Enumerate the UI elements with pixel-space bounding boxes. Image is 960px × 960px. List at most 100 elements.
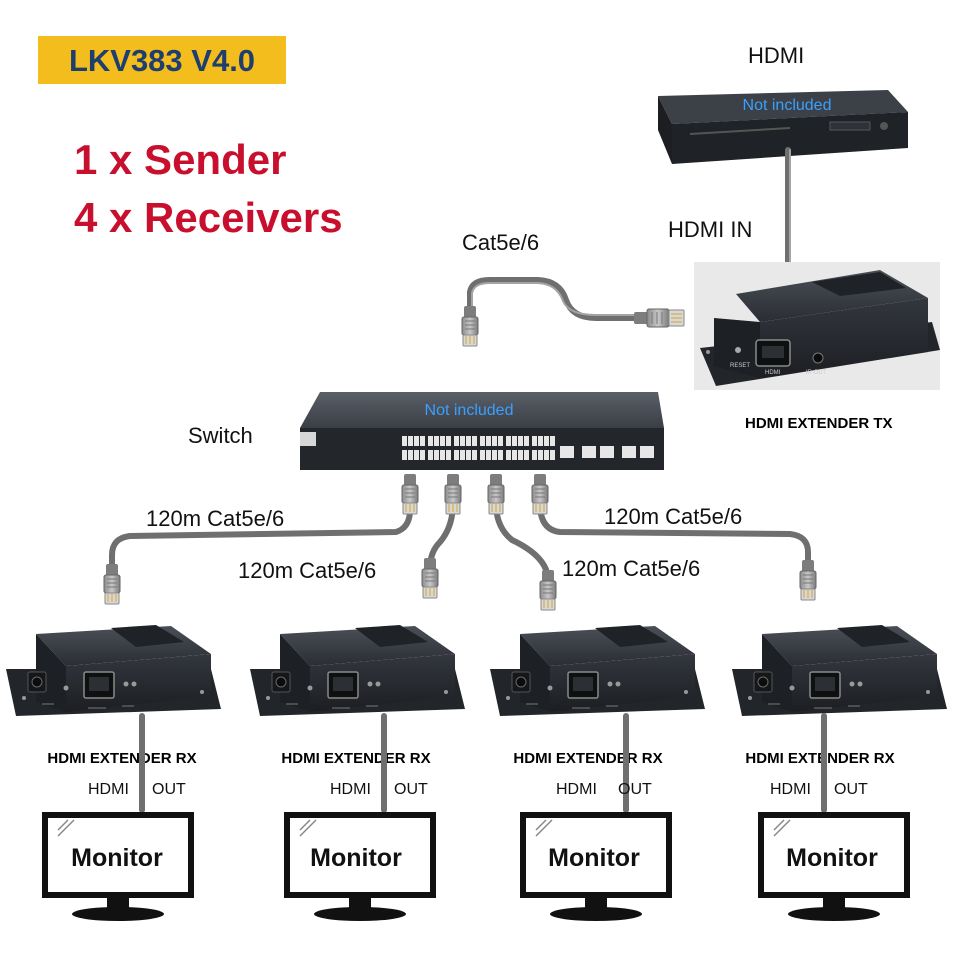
switch-port — [486, 436, 491, 446]
hdmi-extender-rx-1 — [5, 624, 222, 717]
switch-port — [434, 436, 439, 446]
switch-port — [524, 436, 529, 446]
switch-sfp-port — [600, 446, 614, 458]
switch-port — [492, 436, 497, 446]
switch-port — [544, 450, 549, 460]
source-not-included: Not included — [743, 97, 832, 114]
uplink-plug-tx — [633, 308, 685, 328]
switch-port — [480, 436, 485, 446]
uplink-plug-switch — [461, 305, 479, 347]
downlink-4-plug-rx — [799, 559, 817, 601]
switch-port — [420, 450, 425, 460]
monitor-2-label: Monitor — [310, 844, 402, 872]
downlink-2-plug-switch — [444, 473, 462, 515]
switch-port — [440, 450, 445, 460]
switch-port — [518, 436, 523, 446]
switch-port — [498, 450, 503, 460]
switch-port — [466, 436, 471, 446]
switch-port — [460, 436, 465, 446]
switch-port — [492, 450, 497, 460]
hdmi-source-device: Not included — [658, 90, 908, 164]
switch-port — [518, 450, 523, 460]
receiver-1: HDMI EXTENDER RX HDMI OUT Monitor — [5, 624, 222, 922]
switch-port — [466, 450, 471, 460]
monitor-3-label: Monitor — [548, 844, 640, 872]
switch-port — [506, 436, 511, 446]
tx-label: HDMI EXTENDER TX — [745, 415, 893, 432]
receiver-1-hdmi-label: HDMI — [88, 781, 129, 798]
switch-port — [414, 436, 419, 446]
downlink-3-plug-rx — [539, 569, 557, 611]
receiver-1-label: HDMI EXTENDER RX — [47, 750, 196, 767]
switch-port — [512, 436, 517, 446]
switch-port — [446, 450, 451, 460]
switch-port — [446, 436, 451, 446]
switch-port — [538, 436, 543, 446]
receiver-2-hdmi-label: HDMI — [330, 781, 371, 798]
hdmi-in-label: HDMI IN — [668, 217, 752, 242]
switch-port — [550, 450, 555, 460]
switch-port — [420, 436, 425, 446]
switch-port — [402, 450, 407, 460]
switch-port — [454, 450, 459, 460]
receiver-4-out-label: OUT — [834, 781, 868, 798]
downlink-1-label: 120m Cat5e/6 — [146, 506, 284, 531]
switch-sfp-port — [582, 446, 596, 458]
switch-port — [414, 450, 419, 460]
switch-sfp-port — [640, 446, 654, 458]
switch-port — [434, 450, 439, 460]
receiver-3-label: HDMI EXTENDER RX — [513, 750, 662, 767]
headline-receivers: 4 x Receivers — [74, 194, 343, 241]
switch-not-included: Not included — [425, 402, 514, 419]
downlink-1-plug-rx — [103, 563, 121, 605]
switch-port — [524, 450, 529, 460]
switch-port — [550, 436, 555, 446]
switch-port — [460, 450, 465, 460]
receiver-3-hdmi-label: HDMI — [556, 781, 597, 798]
downlink-2-plug-rx — [421, 557, 439, 599]
switch-port — [506, 450, 511, 460]
switch-port — [480, 450, 485, 460]
switch-port — [402, 436, 407, 446]
receiver-4-hdmi-label: HDMI — [770, 781, 811, 798]
receiver-4-label: HDMI EXTENDER RX — [745, 750, 894, 767]
switch-port — [472, 436, 477, 446]
downlink-3-plug-switch — [487, 473, 505, 515]
switch-port — [428, 436, 433, 446]
hdmi-extender-rx-3 — [489, 624, 706, 717]
hdmi-extender-tx: RESET HDMI IR OUT — [694, 262, 940, 390]
model-badge-text: LKV383 V4.0 — [69, 43, 255, 78]
switch-port — [428, 450, 433, 460]
switch-port — [498, 436, 503, 446]
downlink-1-plug-switch — [401, 473, 419, 515]
downlink-4-label: 120m Cat5e/6 — [604, 504, 742, 529]
switch-sfp-port — [622, 446, 636, 458]
source-label: HDMI — [748, 43, 804, 68]
switch-port — [486, 450, 491, 460]
model-badge: LKV383 V4.0 — [38, 36, 286, 84]
switch-port — [472, 450, 477, 460]
switch-port — [408, 450, 413, 460]
hdmi-extender-rx-4 — [731, 624, 948, 717]
downlink-4-plug-switch — [531, 473, 549, 515]
uplink-cable-label: Cat5e/6 — [462, 230, 539, 255]
network-switch: Not included — [300, 392, 664, 470]
downlink-2-label: 120m Cat5e/6 — [238, 558, 376, 583]
switch-port — [512, 450, 517, 460]
switch-port — [408, 436, 413, 446]
receiver-2-label: HDMI EXTENDER RX — [281, 750, 430, 767]
monitor-1-label: Monitor — [71, 844, 163, 872]
tx-port-reset: RESET — [730, 363, 750, 369]
switch-label: Switch — [188, 423, 253, 448]
switch-port — [532, 436, 537, 446]
switch-port — [538, 450, 543, 460]
receiver-2: HDMI EXTENDER RX HDMI OUT Monitor — [249, 624, 466, 922]
switch-port — [440, 436, 445, 446]
monitor-4-label: Monitor — [786, 844, 878, 872]
downlink-3-label: 120m Cat5e/6 — [562, 556, 700, 581]
switch-port — [532, 450, 537, 460]
hdmi-extender-rx-2 — [249, 624, 466, 717]
tx-port-ir-out: IR OUT — [806, 370, 827, 376]
receiver-3-out-label: OUT — [618, 781, 652, 798]
